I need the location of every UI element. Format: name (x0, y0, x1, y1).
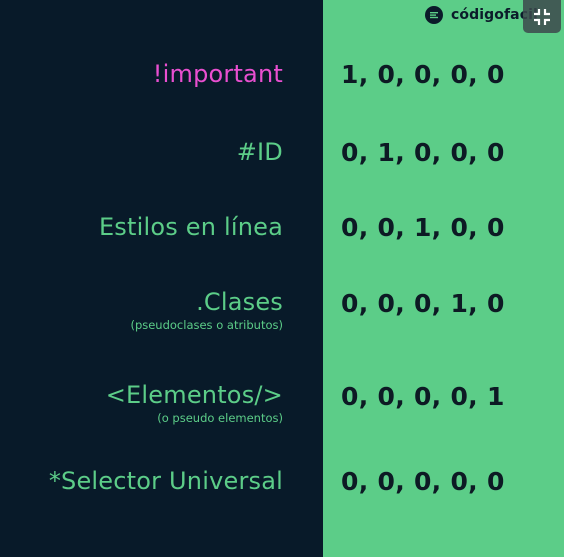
brand: códigofacil (425, 4, 538, 26)
sublabel-classes: (pseudoclases o atributos) (130, 318, 283, 332)
value-id: 0, 1, 0, 0, 0 (341, 138, 505, 167)
label-id: #ID (236, 138, 283, 166)
value-important: 1, 0, 0, 0, 0 (341, 60, 505, 89)
value-universal: 0, 0, 0, 0, 0 (341, 467, 505, 496)
labels-panel (0, 0, 323, 557)
exit-fullscreen-icon (534, 8, 550, 25)
exit-fullscreen-button[interactable] (523, 0, 561, 33)
value-elements: 0, 0, 0, 0, 1 (341, 382, 505, 411)
row-label-id: #ID (237, 138, 283, 166)
row-label-elements: <Elementos/> (o pseudo elementos) (106, 381, 283, 425)
values-panel (323, 0, 564, 557)
sublabel-elements: (o pseudo elementos) (157, 411, 283, 425)
label-elements: <Elementos/> (105, 381, 283, 409)
label-classes: .Clases (196, 288, 283, 316)
brand-name: códigofacil (451, 7, 538, 23)
row-label-important: !important (153, 60, 283, 88)
label-important: !important (152, 60, 283, 88)
row-label-classes: .Clases (pseudoclases o atributos) (130, 288, 283, 332)
row-label-inline-styles: Estilos en línea (99, 213, 283, 241)
label-inline-styles: Estilos en línea (98, 213, 283, 241)
label-universal: *Selector Universal (48, 467, 283, 495)
codigofacil-logo-icon (425, 6, 443, 24)
row-label-universal: *Selector Universal (49, 467, 283, 495)
value-inline-styles: 0, 0, 1, 0, 0 (341, 213, 505, 242)
value-classes: 0, 0, 0, 1, 0 (341, 289, 505, 318)
